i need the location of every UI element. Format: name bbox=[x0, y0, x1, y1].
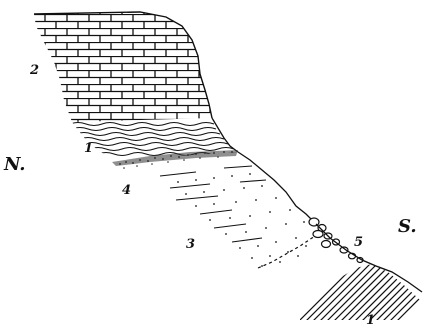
label-layer-2: 2 bbox=[29, 63, 39, 78]
slope-profile-upper bbox=[212, 118, 238, 152]
label-south: S. bbox=[398, 216, 417, 237]
label-layer-3: 3 bbox=[186, 237, 195, 252]
label-layer-1-upper: 1 bbox=[84, 141, 93, 156]
label-north: N. bbox=[3, 154, 26, 175]
label-layer-4: 4 bbox=[122, 183, 131, 198]
label-layer-5: 5 bbox=[354, 235, 363, 250]
layer-1-upper-shale bbox=[70, 123, 242, 156]
label-layer-1-lower: 1 bbox=[366, 313, 375, 327]
layer-3-sand bbox=[160, 152, 322, 268]
